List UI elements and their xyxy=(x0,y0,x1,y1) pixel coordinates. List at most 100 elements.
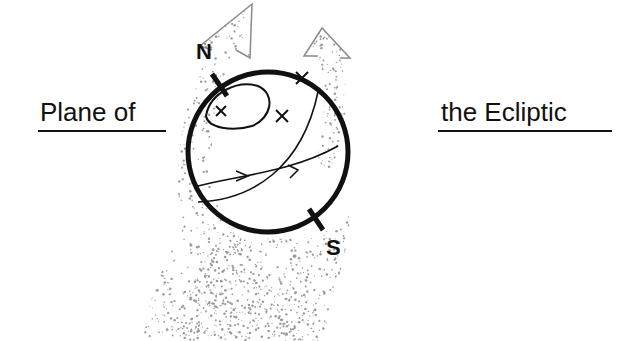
stipple-dot xyxy=(151,0,152,1)
stipple-dot xyxy=(187,295,188,296)
stipple-dot xyxy=(229,111,230,112)
stipple-dot xyxy=(303,35,306,38)
stipple-dot xyxy=(274,295,276,297)
stipple-dot xyxy=(304,148,305,149)
stipple-dot xyxy=(157,19,158,20)
stipple-dot xyxy=(314,257,315,258)
stipple-dot xyxy=(270,25,272,27)
stipple-dot xyxy=(267,330,270,333)
stipple-dot xyxy=(257,188,259,190)
stipple-dot xyxy=(300,149,301,150)
stipple-dot xyxy=(196,64,198,66)
stipple-dot xyxy=(257,327,259,329)
stipple-dot xyxy=(240,280,242,282)
stipple-dot xyxy=(203,120,205,122)
stipple-dot xyxy=(155,314,157,316)
stipple-dot xyxy=(299,338,300,339)
stipple-dot xyxy=(233,88,234,89)
stipple-dot xyxy=(332,178,334,180)
stipple-dot xyxy=(214,269,216,271)
stipple-dot xyxy=(313,117,315,119)
stipple-dot xyxy=(236,312,237,313)
stipple-dot xyxy=(338,131,340,133)
stipple-dot xyxy=(249,246,251,248)
stipple-dot xyxy=(268,77,270,79)
stipple-dot xyxy=(188,84,190,86)
stipple-dot xyxy=(203,77,204,78)
stipple-dot xyxy=(218,335,220,337)
stipple-dot xyxy=(216,293,217,294)
stipple-dot xyxy=(229,246,231,248)
stipple-dot xyxy=(197,335,198,336)
stipple-dot xyxy=(190,274,192,276)
stipple-dot xyxy=(145,248,147,250)
stipple-dot xyxy=(174,209,176,211)
stipple-dot xyxy=(286,0,288,2)
stipple-dot xyxy=(279,5,280,6)
stipple-dot xyxy=(151,76,153,78)
stipple-dot xyxy=(300,183,302,185)
stipple-dot xyxy=(285,7,286,8)
stipple-dot xyxy=(301,36,302,37)
stipple-dot xyxy=(197,279,199,281)
stipple-dot xyxy=(203,116,205,118)
stipple-dot xyxy=(141,0,143,2)
stipple-dot xyxy=(234,98,236,100)
stipple-dot xyxy=(335,70,337,72)
stipple-dot xyxy=(298,330,299,331)
stipple-dot xyxy=(292,288,294,290)
stipple-dot xyxy=(332,315,334,317)
stipple-dot xyxy=(218,124,219,125)
stipple-dot xyxy=(336,220,338,222)
stipple-dot xyxy=(313,304,314,305)
stipple-dot xyxy=(240,169,242,171)
stipple-dot xyxy=(145,125,146,126)
stipple-dot xyxy=(303,104,305,106)
stipple-dot xyxy=(220,75,221,76)
stipple-dot xyxy=(182,291,183,292)
stipple-dot xyxy=(220,281,221,282)
stipple-dot xyxy=(166,123,168,125)
stipple-dot xyxy=(247,215,248,216)
stipple-dot xyxy=(189,197,192,200)
stipple-dot xyxy=(348,73,349,74)
stipple-dot xyxy=(269,155,271,157)
stipple-dot xyxy=(292,59,293,60)
stipple-dot xyxy=(270,221,272,223)
stipple-dot xyxy=(172,335,174,337)
stipple-dot xyxy=(207,88,209,90)
stipple-dot xyxy=(330,154,332,156)
stipple-dot xyxy=(268,289,270,291)
stipple-dot xyxy=(149,335,151,337)
stipple-dot xyxy=(199,76,200,77)
stipple-dot xyxy=(301,184,302,185)
stipple-dot xyxy=(169,287,171,289)
stipple-dot xyxy=(262,280,264,282)
stipple-dot xyxy=(316,292,318,294)
stipple-dot xyxy=(208,136,210,138)
stipple-dot xyxy=(198,159,199,160)
stipple-dot xyxy=(289,233,291,235)
stipple-dot xyxy=(331,309,333,311)
stipple-dot xyxy=(180,220,182,222)
stipple-dot xyxy=(224,189,226,191)
stipple-dot xyxy=(182,230,184,232)
stipple-dot xyxy=(172,305,173,306)
stipple-dot xyxy=(144,331,146,333)
stipple-dot xyxy=(277,17,278,18)
stipple-dot xyxy=(272,202,274,204)
stipple-dot xyxy=(140,177,141,178)
stipple-dot xyxy=(298,92,299,93)
stipple-dot xyxy=(243,281,245,283)
stipple-dot xyxy=(283,273,285,275)
stipple-dot xyxy=(224,338,225,339)
stipple-dot xyxy=(143,218,144,219)
stipple-dot xyxy=(228,328,230,330)
stipple-dot xyxy=(183,92,185,94)
stipple-dot xyxy=(308,140,311,143)
stipple-dot xyxy=(144,12,146,14)
stipple-dot xyxy=(345,72,346,73)
stipple-dot xyxy=(307,179,308,180)
stipple-dot xyxy=(280,269,282,271)
stipple-dot xyxy=(259,299,261,301)
